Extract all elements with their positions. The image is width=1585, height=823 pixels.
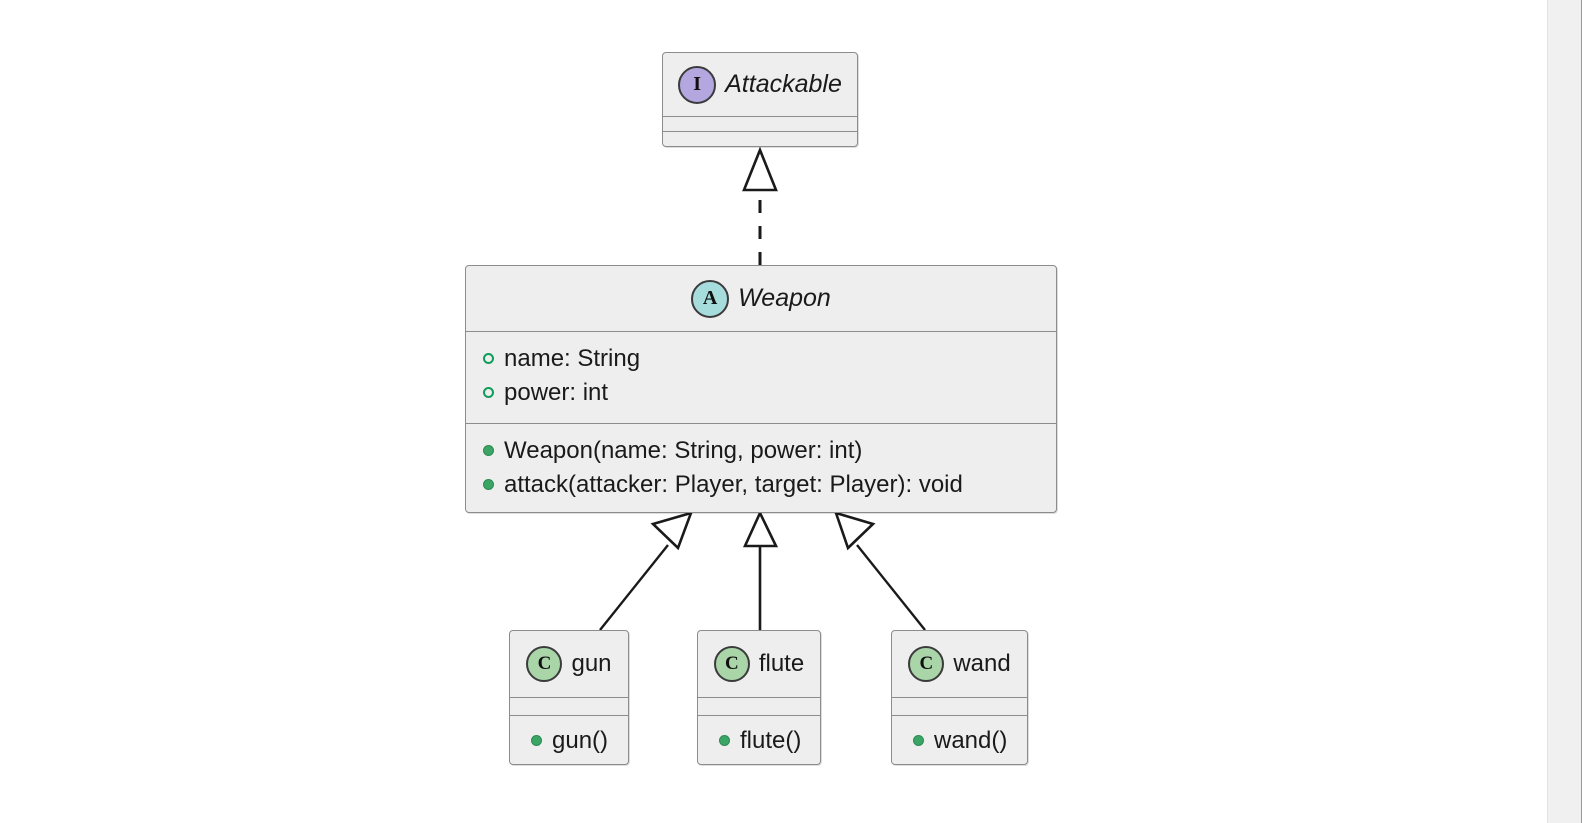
method-label: attack(attacker: Player, target: Player)…: [504, 470, 963, 498]
method-label: Weapon(name: String, power: int): [504, 437, 863, 464]
method-row: flute(): [698, 724, 820, 758]
attributes-compartment-flute: [698, 697, 820, 715]
uml-node-flute[interactable]: C flute flute(): [697, 630, 821, 765]
method-label: flute(): [740, 727, 802, 754]
node-header-wand: C wand: [892, 631, 1027, 697]
interface-badge-icon: I: [678, 65, 717, 104]
visibility-protected-icon: [483, 353, 494, 365]
visibility-public-icon: [719, 735, 730, 747]
method-row: attack(attacker: Player, target: Player)…: [466, 468, 1056, 502]
visibility-public-icon: [913, 735, 924, 747]
edge-gun-extends-weapon: [599, 511, 694, 631]
node-title-attackable: Attackable: [725, 70, 842, 98]
method-row: gun(): [510, 724, 628, 758]
hollow-triangle-arrowhead: [650, 511, 694, 551]
hollow-triangle-arrowhead: [833, 511, 876, 551]
abstract-class-badge-icon: A: [691, 279, 730, 318]
uml-node-gun[interactable]: C gun gun(): [509, 630, 629, 765]
class-badge-icon: C: [908, 646, 945, 682]
hollow-triangle-arrowhead: [742, 509, 779, 548]
node-title-weapon: Weapon: [738, 284, 831, 312]
attributes-compartment-weapon: name: String power: int: [466, 331, 1056, 423]
method-label: gun(): [552, 727, 609, 754]
uml-node-weapon[interactable]: A Weapon name: String power: int Weapon(…: [465, 265, 1057, 513]
node-header-flute: C flute: [698, 631, 820, 697]
methods-compartment-gun: gun(): [510, 715, 628, 764]
attribute-row: power: int: [466, 376, 1056, 410]
node-header-gun: C gun: [510, 631, 628, 697]
node-title-flute: flute: [758, 650, 805, 677]
node-header-attackable: I Attackable: [663, 53, 857, 116]
edge-flute-extends-weapon: [742, 509, 779, 630]
uml-node-attackable[interactable]: I Attackable: [662, 52, 858, 147]
method-row: wand(): [892, 724, 1027, 758]
attribute-label: name: String: [504, 345, 641, 372]
method-label: wand(): [934, 727, 1008, 754]
class-badge-icon: C: [526, 646, 563, 682]
node-title-wand: wand: [953, 650, 1011, 677]
uml-node-wand[interactable]: C wand wand(): [891, 630, 1028, 765]
attribute-label: power: int: [504, 378, 609, 406]
edge-line-solid: [599, 544, 669, 631]
attributes-compartment-attackable: [663, 116, 857, 131]
visibility-public-icon: [531, 735, 542, 747]
edge-wand-extends-weapon: [833, 511, 926, 631]
methods-compartment-wand: wand(): [892, 715, 1027, 764]
vertical-scrollbar[interactable]: [1547, 0, 1582, 823]
attribute-row: name: String: [466, 342, 1056, 376]
edge-weapon-realizes-attackable: [742, 146, 778, 265]
methods-compartment-weapon: Weapon(name: String, power: int) attack(…: [466, 423, 1056, 514]
methods-compartment-flute: flute(): [698, 715, 820, 764]
visibility-protected-icon: [483, 387, 494, 399]
node-title-gun: gun: [571, 650, 612, 677]
visibility-public-icon: [483, 445, 494, 457]
attributes-compartment-wand: [892, 697, 1027, 715]
class-badge-icon: C: [713, 646, 750, 682]
node-header-weapon: A Weapon: [466, 266, 1056, 331]
methods-compartment-attackable: [663, 131, 857, 146]
edge-line-solid: [856, 544, 926, 631]
method-row: Weapon(name: String, power: int): [466, 434, 1056, 468]
attributes-compartment-gun: [510, 697, 628, 715]
hollow-triangle-arrowhead: [742, 146, 778, 192]
visibility-public-icon: [483, 479, 494, 491]
